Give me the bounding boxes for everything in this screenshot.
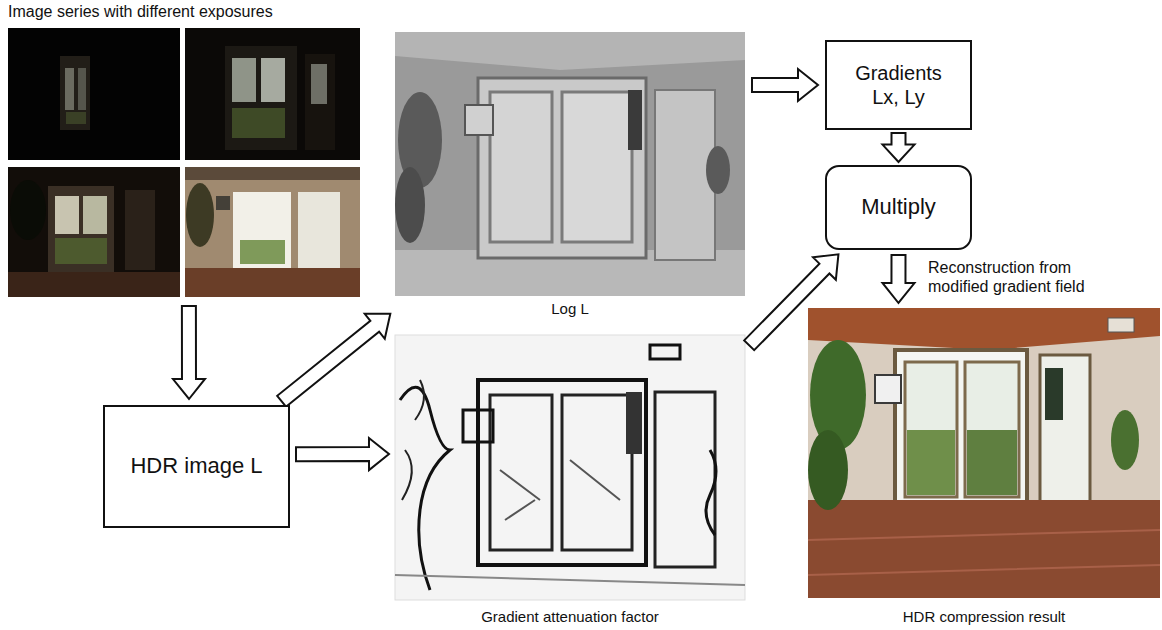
operation-box: Multiply xyxy=(825,165,972,250)
image-caption: Log L xyxy=(551,300,589,318)
image-panel: Gradient attenuation factor xyxy=(395,335,745,626)
exposure-photo xyxy=(185,28,360,160)
image-caption: Image series with different exposures xyxy=(8,2,273,21)
exposure-photo xyxy=(8,28,180,160)
block-arrow xyxy=(277,314,390,407)
log-luminance-image xyxy=(395,32,745,296)
block-arrow xyxy=(882,255,914,303)
process-box: Gradients Lx, Ly xyxy=(825,40,972,130)
tone-mapped-photo xyxy=(808,308,1160,598)
image-caption: Gradient attenuation factor xyxy=(481,608,659,626)
block-arrow xyxy=(752,69,818,101)
image-series: Image series with different exposures xyxy=(8,2,362,300)
image-caption: HDR compression result xyxy=(903,608,1066,626)
image-panel: HDR compression result xyxy=(808,308,1160,626)
box-label: Gradients Lx, Ly xyxy=(844,61,954,109)
exposure-photo xyxy=(8,167,180,297)
process-box: HDR image L xyxy=(103,405,290,528)
box-label: HDR image L xyxy=(130,453,262,479)
exposure-photo xyxy=(185,167,360,297)
edge-label: Reconstruction from modified gradient fi… xyxy=(926,258,1120,296)
block-arrow xyxy=(744,254,838,350)
box-label: Multiply xyxy=(861,194,936,220)
attenuation-map-image xyxy=(395,335,745,600)
block-arrow xyxy=(296,438,389,470)
block-arrow xyxy=(173,306,205,399)
image-panel: Log L xyxy=(395,32,745,318)
block-arrow xyxy=(883,133,915,162)
